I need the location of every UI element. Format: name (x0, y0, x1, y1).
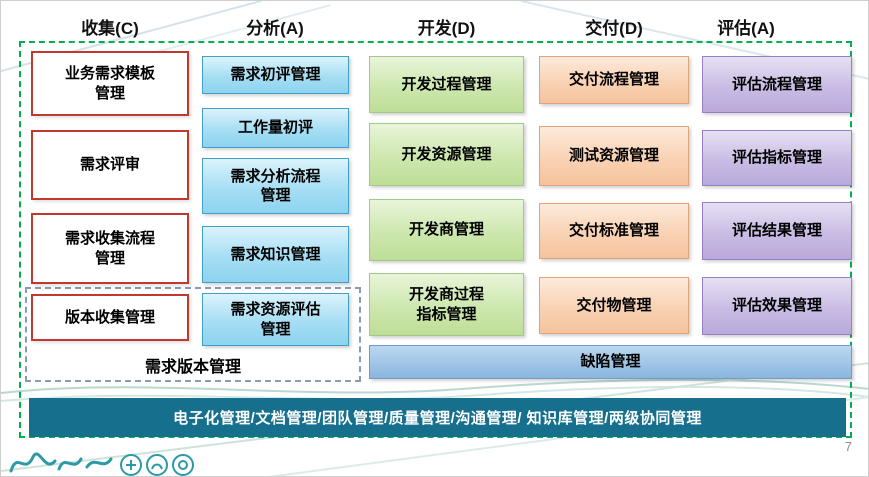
column-header-evaluate: 评估(A) (717, 18, 775, 38)
develop-box-vendor-kpi: 开发商过程 指标管理 (369, 273, 524, 336)
logo-badge-icon (172, 454, 194, 476)
logo-script-stroke (57, 457, 83, 471)
develop-box-vendor: 开发商管理 (369, 199, 524, 261)
logo-badge-glyph (178, 460, 188, 470)
version-group-frame (25, 287, 361, 382)
collect-box-process: 需求收集流程 管理 (31, 213, 189, 284)
page-number: 7 (844, 439, 852, 454)
analyze-box-knowledge: 需求知识管理 (202, 226, 349, 283)
deliver-box-standard: 交付标准管理 (539, 203, 689, 259)
logo-script-stroke (85, 457, 113, 469)
footer-bar: 电子化管理/文档管理/团队管理/质量管理/沟通管理/ 知识库管理/两级协同管理 (29, 398, 846, 437)
evaluate-box-metric: 评估指标管理 (702, 130, 852, 186)
version-group-label: 需求版本管理 (144, 359, 241, 376)
collect-box-version: 版本收集管理 (31, 294, 189, 341)
logo-script-stroke (9, 452, 57, 473)
analyze-box-workload: 工作量初评 (202, 108, 349, 148)
column-header-develop: 开发(D) (417, 18, 476, 38)
collect-box-review: 需求评审 (31, 130, 189, 200)
collect-box-template: 业务需求模板 管理 (31, 51, 189, 116)
deliver-box-test-resource: 测试资源管理 (539, 126, 689, 186)
defect-management-bar: 缺陷管理 (369, 345, 852, 379)
analyze-box-resource-eval: 需求资源评估 管理 (202, 293, 349, 346)
logo-badge-glyph (151, 463, 163, 470)
logo-badge-icon (120, 454, 142, 476)
brand-logo (9, 452, 194, 476)
evaluate-box-process: 评估流程管理 (702, 56, 852, 113)
evaluate-box-result: 评估结果管理 (702, 202, 852, 260)
deliver-box-artifact: 交付物管理 (539, 277, 689, 334)
logo-badge-glyph (126, 460, 136, 470)
column-header-analyze: 分析(A) (246, 18, 304, 38)
analyze-box-initial-review: 需求初评管理 (202, 56, 349, 94)
analyze-box-process: 需求分析流程 管理 (202, 158, 349, 214)
column-header-collect: 收集(C) (81, 18, 139, 38)
develop-box-process: 开发过程管理 (369, 56, 524, 113)
column-header-deliver: 交付(D) (585, 18, 643, 38)
deliver-box-process: 交付流程管理 (539, 56, 689, 104)
develop-box-resource: 开发资源管理 (369, 123, 524, 186)
evaluate-box-effect: 评估效果管理 (702, 277, 852, 335)
logo-badge-icon (146, 454, 168, 476)
